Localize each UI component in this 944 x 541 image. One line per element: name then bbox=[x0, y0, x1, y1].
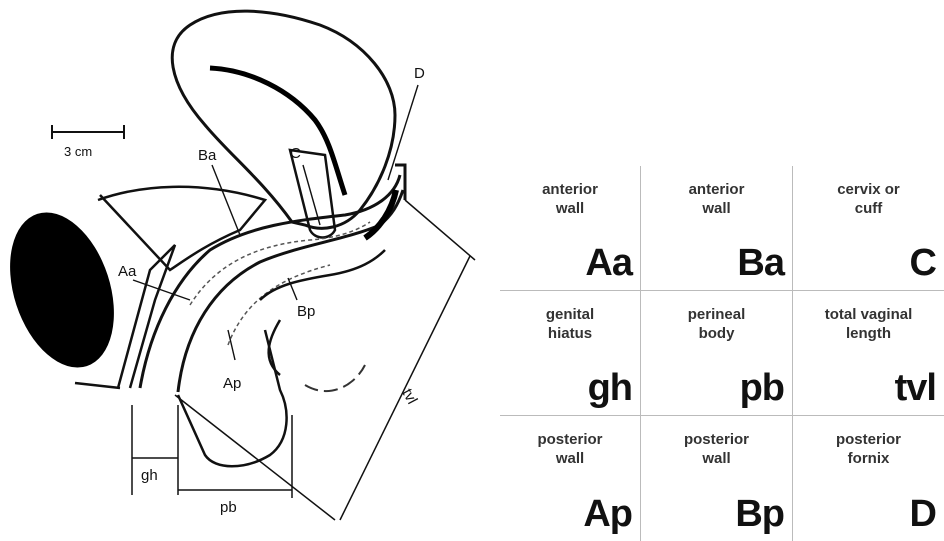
label-gh: gh bbox=[141, 467, 158, 484]
legend-cell-Aa: anterior wall Aa bbox=[500, 166, 641, 291]
legend-code: Bp bbox=[735, 495, 784, 533]
label-D: D bbox=[414, 65, 425, 82]
pointer-lines bbox=[133, 85, 418, 360]
legend-code: gh bbox=[588, 369, 632, 407]
uterine-cavity bbox=[210, 68, 345, 195]
pb-measure bbox=[178, 415, 292, 498]
legend-code: C bbox=[910, 244, 936, 282]
label-C: C bbox=[290, 145, 301, 162]
legend-code: Ba bbox=[737, 244, 784, 282]
legend-cell-gh: genital hiatus gh bbox=[500, 291, 641, 416]
legend-desc: anterior wall bbox=[641, 180, 792, 218]
legend-desc: posterior fornix bbox=[793, 430, 944, 468]
legend-cell-tvl: total vaginal length tvl bbox=[793, 291, 944, 416]
anterior-dotted-line bbox=[190, 222, 370, 305]
legend-code: Aa bbox=[585, 244, 632, 282]
legend-desc: cervix or cuff bbox=[793, 180, 944, 218]
pubic-bone bbox=[0, 199, 132, 381]
sacral-dashed-curve bbox=[305, 365, 365, 391]
label-pb: pb bbox=[220, 499, 237, 516]
perineum-skin bbox=[75, 383, 120, 388]
legend-desc: posterior wall bbox=[641, 430, 792, 468]
legend-code: Ap bbox=[583, 495, 632, 533]
legend-desc: posterior wall bbox=[500, 430, 640, 468]
legend-desc: anterior wall bbox=[500, 180, 640, 218]
label-tvl: tvl bbox=[398, 386, 420, 407]
legend-code: D bbox=[910, 495, 936, 533]
scale-bar bbox=[52, 125, 124, 139]
scale-label: 3 cm bbox=[64, 144, 92, 159]
label-Bp: Bp bbox=[297, 303, 315, 320]
legend-desc: perineal body bbox=[641, 305, 792, 343]
label-Aa: Aa bbox=[118, 263, 137, 280]
legend-desc: total vaginal length bbox=[793, 305, 944, 343]
label-Ba: Ba bbox=[198, 147, 217, 164]
uterus-outline bbox=[172, 11, 395, 228]
legend-code: pb bbox=[740, 369, 784, 407]
legend-cell-Bp: posterior wall Bp bbox=[641, 416, 793, 541]
legend-desc: genital hiatus bbox=[500, 305, 640, 343]
tvl-measure bbox=[175, 200, 475, 520]
legend-cell-pb: perineal body pb bbox=[641, 291, 793, 416]
bladder-outline bbox=[98, 187, 265, 270]
legend-cell-Ba: anterior wall Ba bbox=[641, 166, 793, 291]
legend-cell-Ap: posterior wall Ap bbox=[500, 416, 641, 541]
rectum-outline bbox=[260, 250, 385, 300]
legend-code: tvl bbox=[895, 369, 936, 407]
legend-cell-D: posterior fornix D bbox=[793, 416, 944, 541]
label-Ap: Ap bbox=[223, 375, 241, 392]
legend-cell-C: cervix or cuff C bbox=[793, 166, 944, 291]
legend-grid: anterior wall Aa anterior wall Ba cervix… bbox=[500, 166, 944, 541]
anatomy-diagram: 3 cm D bbox=[0, 0, 500, 541]
